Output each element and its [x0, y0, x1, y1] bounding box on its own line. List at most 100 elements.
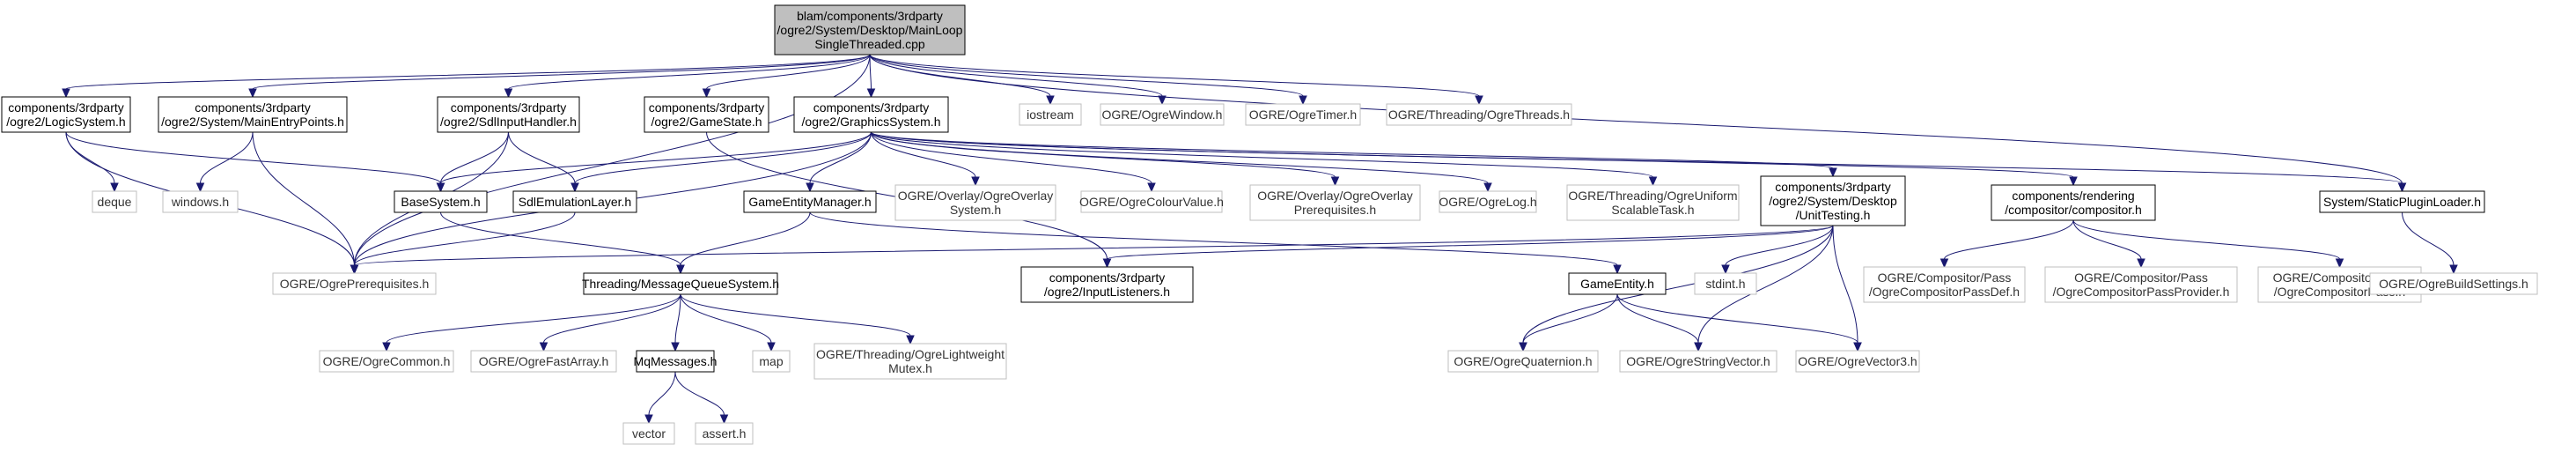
node-label-line: /ogre2/InputListeners.h: [1044, 285, 1170, 299]
node-label-line: SingleThreaded.cpp: [814, 37, 925, 51]
edge-layer: [62, 54, 2458, 425]
edge-root-to-gamestate: [702, 54, 871, 99]
node-label-line: windows.h: [171, 195, 229, 209]
node-label-line: BaseSystem.h: [401, 195, 480, 209]
node-label-line: OGRE/Threading/OgreLightweight: [816, 347, 1005, 361]
node-stringvector: OGRE/OgreStringVector.h: [1619, 350, 1777, 373]
node-box: [636, 350, 715, 373]
node-label-line: components/3rdparty: [1049, 270, 1166, 285]
node-vector3: OGRE/OgreVector3.h: [1795, 350, 1920, 373]
edge-msgqueue-to-mqmessages: [671, 293, 681, 352]
node-label-line: assert.h: [703, 426, 747, 441]
node-root[interactable]: blam/components/3rdparty/ogre2/System/De…: [774, 4, 966, 56]
edge-graphics-to-uniformtask: [871, 131, 1658, 187]
node-msgqueue[interactable]: Threading/MessageQueueSystem.h: [582, 272, 779, 295]
node-windows: windows.h: [162, 190, 239, 213]
node-box: [512, 190, 637, 213]
edge-graphics-to-basesystem: [436, 131, 872, 193]
node-label-line: components/3rdparty: [649, 100, 765, 115]
node-gamestate[interactable]: components/3rdparty/ogre2/GameState.h: [644, 96, 769, 133]
node-label-line: GameEntity.h: [1580, 277, 1654, 291]
node-unittesting[interactable]: components/3rdparty/ogre2/System/Desktop…: [1760, 175, 1906, 226]
edge-graphics-to-sdlemu: [570, 131, 872, 193]
node-sdlinput[interactable]: components/3rdparty/ogre2/SdlInputHandle…: [437, 96, 580, 133]
node-label-line: vector: [632, 426, 666, 441]
node-label-line: OGRE/OgreWindow.h: [1102, 107, 1223, 122]
node-label-line: /ogre2/SdlInputHandler.h: [440, 115, 577, 129]
edge-msgqueue-to-lwmutex: [680, 293, 915, 345]
node-box: [2044, 266, 2238, 303]
node-quaternion: OGRE/OgreQuaternion.h: [1447, 350, 1599, 373]
edge-gameentity-to-stringvector: [1616, 293, 1703, 352]
node-label-line: OGRE/OgreVector3.h: [1798, 354, 1917, 368]
node-iostream: iostream: [1019, 103, 1082, 126]
node-gameentity[interactable]: GameEntity.h: [1568, 272, 1667, 295]
node-gem[interactable]: GameEntityManager.h: [743, 190, 877, 213]
node-ogrethreads: OGRE/Threading/OgreThreads.h: [1386, 103, 1572, 126]
node-passdef: OGRE/Compositor/Pass/OgreCompositorPassD…: [1863, 266, 2026, 303]
node-label-line: /ogre2/GameState.h: [651, 115, 762, 129]
node-label-line: OGRE/OgreStringVector.h: [1626, 354, 1770, 368]
node-box: [92, 190, 137, 213]
edge-graphics-to-ogrelog: [871, 131, 1492, 193]
edge-root-to-ogretimer: [869, 54, 1307, 106]
node-graphics[interactable]: components/3rdparty/ogre2/GraphicsSystem…: [793, 96, 949, 133]
node-box: [1386, 103, 1572, 126]
node-label-line: /ogre2/System/Desktop: [1769, 194, 1897, 208]
node-sdlemu[interactable]: SdlEmulationLayer.h: [512, 190, 637, 213]
node-basesystem[interactable]: BaseSystem.h: [394, 190, 488, 213]
node-label-line: /OgreCompositorPassDef.h: [1869, 285, 2020, 299]
node-label-line: /ogre2/System/MainEntryPoints.h: [161, 115, 344, 129]
node-staticplugin[interactable]: System/StaticPluginLoader.h: [2319, 190, 2485, 213]
node-label-line: OGRE/OgreQuaternion.h: [1454, 354, 1592, 368]
node-label-line: ScalableTask.h: [1611, 203, 1694, 217]
node-label-line: components/3rdparty: [1775, 180, 1891, 194]
edge-gameentity-to-vector3: [1616, 293, 1862, 352]
node-label-line: deque: [98, 195, 132, 209]
edge-graphics-to-colourvalue: [871, 131, 1156, 193]
node-mqmessages[interactable]: MqMessages.h: [634, 350, 718, 373]
node-label-line: OGRE/OgreLog.h: [1439, 195, 1536, 209]
node-box: [774, 4, 966, 56]
node-label-line: MqMessages.h: [634, 354, 718, 368]
node-label-line: OGRE/Threading/OgreUniform: [1568, 189, 1737, 203]
node-inputlisteners[interactable]: components/3rdparty/ogre2/InputListeners…: [1020, 266, 1194, 303]
edge-gameentity-to-quaternion: [1519, 293, 1618, 352]
node-prereq: OGRE/OgrePrerequisites.h: [272, 272, 437, 295]
edge-graphics-to-staticplugin: [871, 131, 2407, 193]
node-label-line: OGRE/OgreCommon.h: [323, 354, 451, 368]
node-label-line: /ogre2/GraphicsSystem.h: [802, 115, 941, 129]
node-label-line: blam/components/3rdparty: [797, 9, 943, 23]
node-box: [394, 190, 488, 213]
node-label-line: components/rendering: [2012, 189, 2134, 203]
node-ogrelog: OGRE/OgreLog.h: [1439, 190, 1537, 213]
node-box: [644, 96, 769, 133]
node-stdint: stdint.h: [1694, 272, 1757, 295]
edge-root-to-ogrethreads: [869, 54, 1483, 106]
node-ogrewindow: OGRE/OgreWindow.h: [1100, 103, 1225, 126]
node-box: [1249, 184, 1421, 221]
node-label-line: iostream: [1027, 107, 1074, 122]
node-vector: vector: [622, 422, 675, 445]
node-mainentry[interactable]: components/3rdparty/ogre2/System/MainEnt…: [158, 96, 348, 133]
node-box: [1619, 350, 1777, 373]
node-box: [1, 96, 131, 133]
node-box: [470, 350, 617, 373]
node-label-line: OGRE/Threading/OgreThreads.h: [1388, 107, 1570, 122]
node-ogretimer: OGRE/OgreTimer.h: [1245, 103, 1361, 126]
node-box: [1991, 184, 2156, 221]
node-label-line: OGRE/Overlay/OgreOverlay: [898, 189, 1054, 203]
edge-root-to-sdlinput: [504, 54, 871, 99]
node-label-line: OGRE/OgreFastArray.h: [479, 354, 609, 368]
node-box: [1019, 103, 1082, 126]
node-logic[interactable]: components/3rdparty/ogre2/LogicSystem.h: [1, 96, 131, 133]
node-compositor[interactable]: components/rendering/compositor/composit…: [1991, 184, 2156, 221]
node-colourvalue: OGRE/OgreColourValue.h: [1079, 190, 1224, 213]
node-label-line: stdint.h: [1705, 277, 1745, 291]
node-box: [319, 350, 454, 373]
